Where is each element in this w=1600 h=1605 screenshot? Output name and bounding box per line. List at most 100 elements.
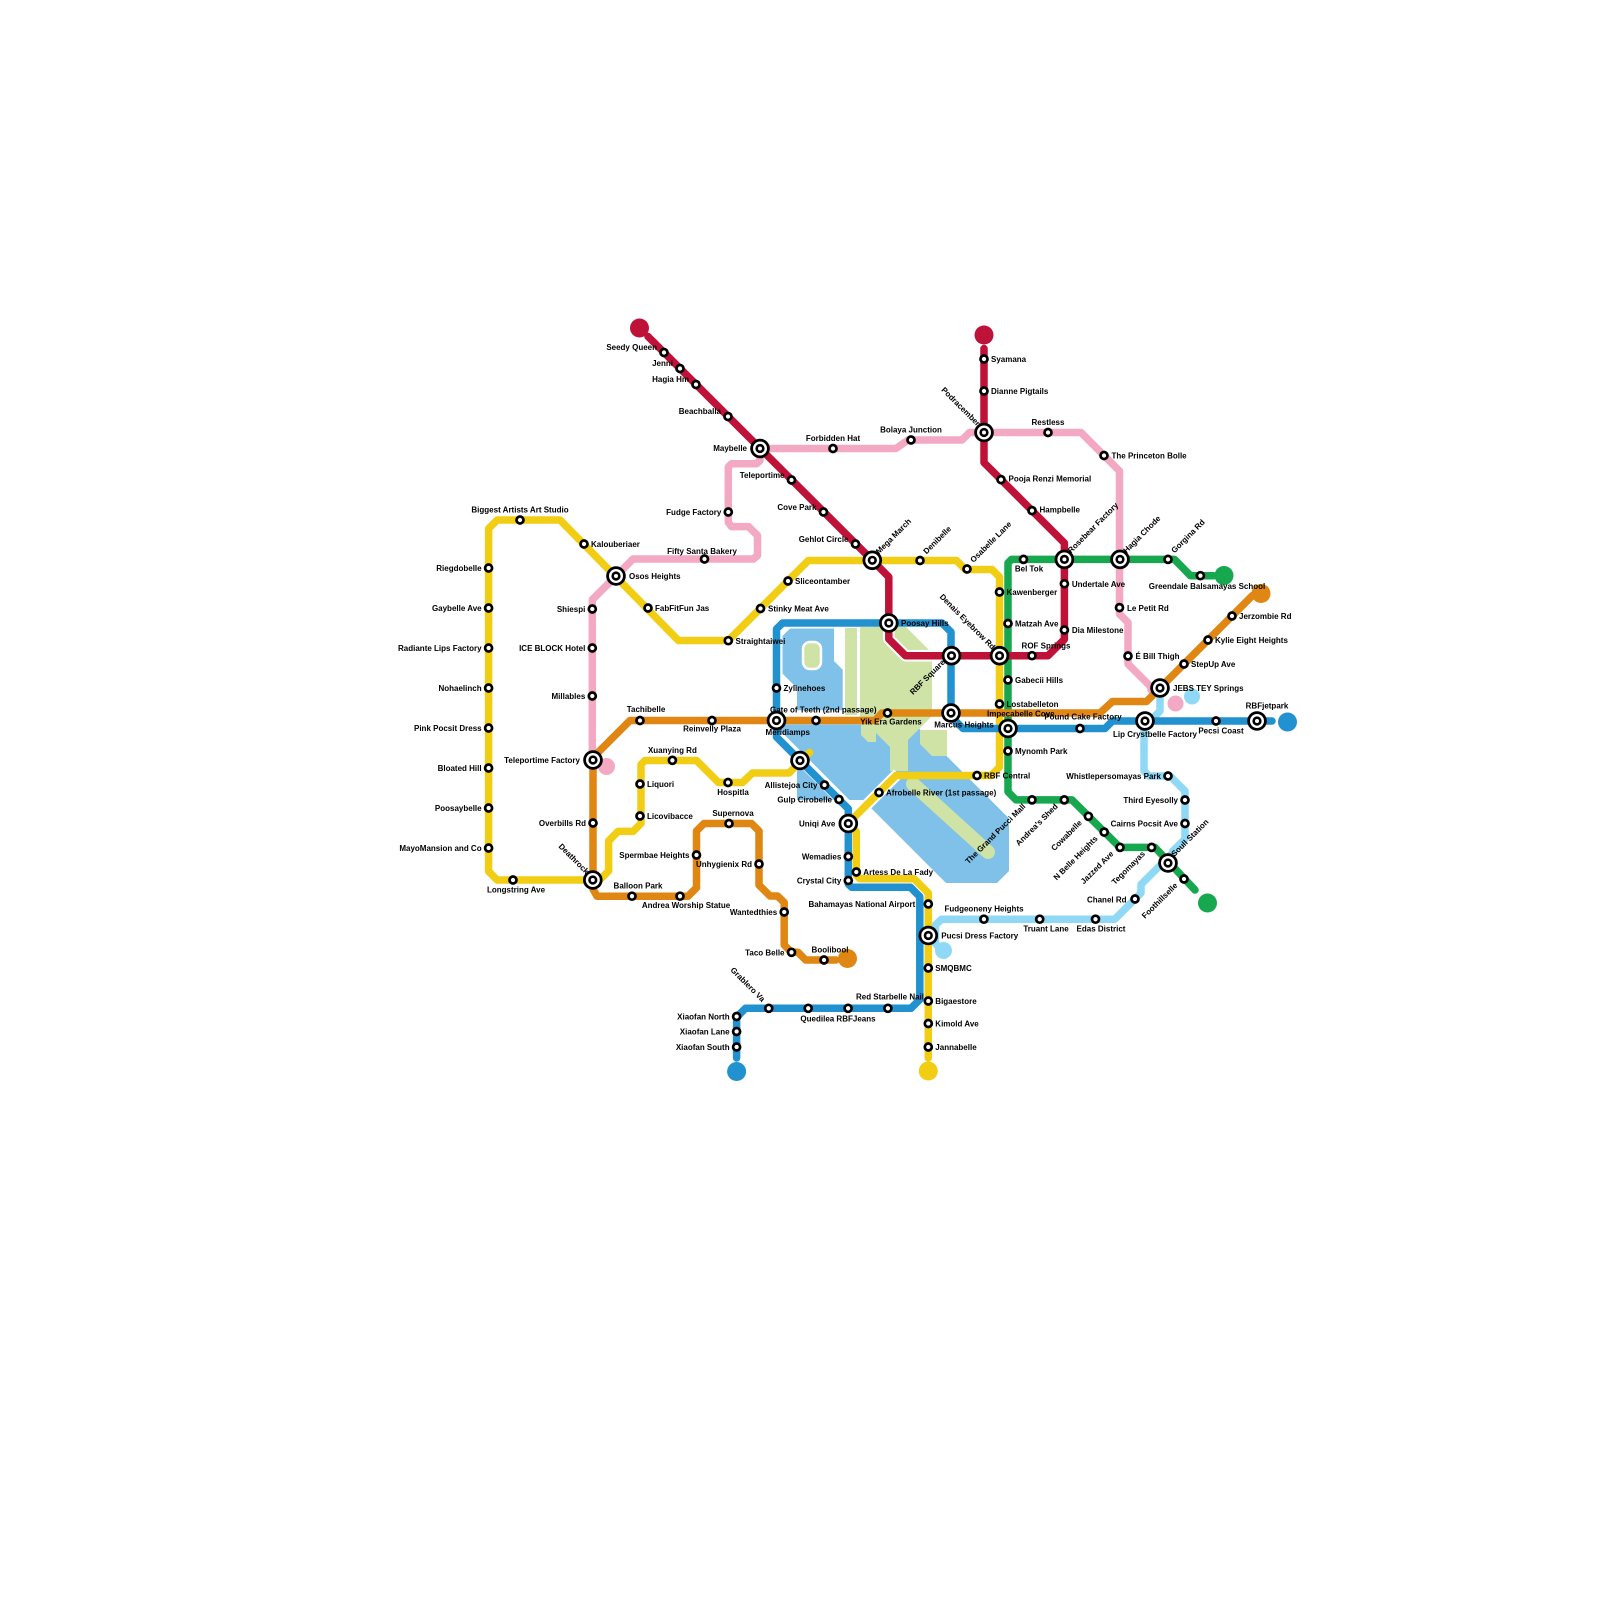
svg-text:FabFitFun Jas: FabFitFun Jas xyxy=(655,604,710,613)
svg-text:Xiaofan Lane: Xiaofan Lane xyxy=(680,1028,730,1037)
svg-text:Pooja Renzi Memorial: Pooja Renzi Memorial xyxy=(1009,475,1092,484)
svg-text:Uniqi Ave: Uniqi Ave xyxy=(799,820,836,829)
svg-text:Cove Park: Cove Park xyxy=(777,503,817,512)
svg-text:SMQBMC: SMQBMC xyxy=(935,964,972,973)
svg-text:Overbills Rd: Overbills Rd xyxy=(539,819,586,828)
svg-text:Beachballa: Beachballa xyxy=(679,407,722,416)
svg-text:Dia Milestone: Dia Milestone xyxy=(1072,626,1124,635)
svg-text:Kalouberiaer: Kalouberiaer xyxy=(591,540,640,549)
svg-text:Undertale Ave: Undertale Ave xyxy=(1072,580,1126,589)
svg-text:Fudge Factory: Fudge Factory xyxy=(666,508,722,517)
svg-text:ROF Springs: ROF Springs xyxy=(1022,642,1071,651)
svg-text:Andrea Worship Statue: Andrea Worship Statue xyxy=(642,901,731,910)
svg-text:Gaybelle Ave: Gaybelle Ave xyxy=(432,604,482,613)
svg-text:Mynomh Park: Mynomh Park xyxy=(1015,747,1068,756)
svg-text:Bigaestore: Bigaestore xyxy=(935,997,977,1006)
svg-text:Wemadies: Wemadies xyxy=(802,853,842,862)
svg-text:Gabecii Hills: Gabecii Hills xyxy=(1015,676,1064,685)
svg-text:Pink Pocsit Dress: Pink Pocsit Dress xyxy=(414,724,482,733)
svg-text:Hospitla: Hospitla xyxy=(717,788,749,797)
svg-text:Artess De La Fady: Artess De La Fady xyxy=(863,868,933,877)
svg-text:Truant Lane: Truant Lane xyxy=(1023,925,1069,934)
svg-text:Afrobelle River (1st passage): Afrobelle River (1st passage) xyxy=(886,789,997,798)
svg-text:Bel Tok: Bel Tok xyxy=(1015,565,1044,574)
svg-text:Red Starbelle Nail: Red Starbelle Nail xyxy=(856,993,924,1002)
svg-text:JEBS TEY Springs: JEBS TEY Springs xyxy=(1173,684,1244,693)
svg-text:Gate of Teeth (2nd passage): Gate of Teeth (2nd passage) xyxy=(770,706,877,715)
svg-text:Spermbae Heights: Spermbae Heights xyxy=(619,851,690,860)
svg-text:Straightaiwei: Straightaiwei xyxy=(736,637,786,646)
svg-text:Wantedthies: Wantedthies xyxy=(730,908,778,917)
svg-text:Kimold Ave: Kimold Ave xyxy=(935,1020,979,1029)
svg-text:Fifty Santa Bakery: Fifty Santa Bakery xyxy=(667,547,737,556)
svg-text:Impecabelle Cove: Impecabelle Cove xyxy=(987,710,1055,719)
svg-text:Zylinehoes: Zylinehoes xyxy=(784,684,826,693)
svg-text:Boolibool: Boolibool xyxy=(812,946,849,955)
svg-text:Stinky Meat Ave: Stinky Meat Ave xyxy=(768,605,829,614)
svg-text:Riegdobelle: Riegdobelle xyxy=(436,564,482,573)
svg-text:Taco Belle: Taco Belle xyxy=(745,949,785,958)
svg-text:Dianne Pigtails: Dianne Pigtails xyxy=(991,387,1049,396)
svg-text:StepUp Ave: StepUp Ave xyxy=(1191,660,1236,669)
svg-text:Le Petit Rd: Le Petit Rd xyxy=(1127,604,1169,613)
svg-text:Poosaybelle: Poosaybelle xyxy=(435,804,482,813)
svg-text:Edas District: Edas District xyxy=(1077,925,1126,934)
svg-text:Balloon Park: Balloon Park xyxy=(614,882,663,891)
svg-text:Radiante Lips Factory: Radiante Lips Factory xyxy=(398,644,482,653)
svg-text:MayoMansion and Co: MayoMansion and Co xyxy=(399,844,481,853)
svg-text:Sliceontamber: Sliceontamber xyxy=(795,577,850,586)
svg-text:Shiespi: Shiespi xyxy=(557,605,585,614)
svg-text:Cairns Pocsit Ave: Cairns Pocsit Ave xyxy=(1111,820,1179,829)
svg-text:Tachibelle: Tachibelle xyxy=(627,705,666,714)
svg-text:Jerzombie Rd: Jerzombie Rd xyxy=(1239,612,1292,621)
svg-text:Xiaofan South: Xiaofan South xyxy=(676,1043,730,1052)
svg-text:Kawenberger: Kawenberger xyxy=(1007,588,1058,597)
svg-text:The Princeton Bolle: The Princeton Bolle xyxy=(1112,452,1188,461)
svg-text:Bloated Hill: Bloated Hill xyxy=(438,764,482,773)
svg-text:Marcus Heights: Marcus Heights xyxy=(934,721,994,730)
svg-text:Restless: Restless xyxy=(1032,418,1065,427)
svg-text:Supernova: Supernova xyxy=(712,809,754,818)
svg-text:Gulp Cirobelle: Gulp Cirobelle xyxy=(777,796,832,805)
svg-text:Millables: Millables xyxy=(552,692,586,701)
svg-text:Hagia Hm: Hagia Hm xyxy=(652,375,689,384)
svg-text:Forbidden Hat: Forbidden Hat xyxy=(806,434,861,443)
svg-text:Reinvelly Plaza: Reinvelly Plaza xyxy=(683,725,741,734)
svg-text:Third Eyesolly: Third Eyesolly xyxy=(1123,796,1178,805)
svg-text:Pecsi Coast: Pecsi Coast xyxy=(1198,727,1244,736)
svg-text:Jannabelle: Jannabelle xyxy=(935,1043,977,1052)
svg-text:Whistlepersomayas Park: Whistlepersomayas Park xyxy=(1066,772,1161,781)
svg-text:Lostabelleton: Lostabelleton xyxy=(1007,700,1059,709)
svg-text:Unhygienix Rd: Unhygienix Rd xyxy=(696,860,752,869)
svg-text:Matzah Ave: Matzah Ave xyxy=(1015,620,1059,629)
svg-text:Meridiamps: Meridiamps xyxy=(766,728,811,737)
svg-text:RBFjetpark: RBFjetpark xyxy=(1246,702,1289,711)
svg-text:Xuanying Rd: Xuanying Rd xyxy=(648,746,697,755)
svg-text:Fudgeoneny Heights: Fudgeoneny Heights xyxy=(944,905,1024,914)
svg-text:Xiaofan North: Xiaofan North xyxy=(677,1013,730,1022)
svg-text:Longstring Ave: Longstring Ave xyxy=(487,886,546,895)
svg-text:Syamana: Syamana xyxy=(991,355,1027,364)
svg-text:Bolaya Junction: Bolaya Junction xyxy=(880,426,942,435)
svg-text:RBF Central: RBF Central xyxy=(984,772,1030,781)
svg-text:Poosay Hills: Poosay Hills xyxy=(901,619,949,628)
svg-text:Greendale Balsamayas School: Greendale Balsamayas School xyxy=(1149,582,1266,591)
svg-text:Liquori: Liquori xyxy=(647,780,674,789)
svg-text:É Bill Thigh: É Bill Thigh xyxy=(1136,652,1180,661)
svg-text:ICE BLOCK Hotel: ICE BLOCK Hotel xyxy=(519,644,585,653)
svg-text:Pound Cake Factory: Pound Cake Factory xyxy=(1044,713,1122,722)
svg-text:Kylie Eight Heights: Kylie Eight Heights xyxy=(1215,636,1288,645)
svg-text:Chanel Rd: Chanel Rd xyxy=(1087,895,1127,904)
svg-text:Crystal City: Crystal City xyxy=(797,877,842,886)
svg-text:Pucsi Dress Factory: Pucsi Dress Factory xyxy=(941,932,1018,941)
svg-text:Gehlot Circle: Gehlot Circle xyxy=(799,535,849,544)
svg-text:Maybelle: Maybelle xyxy=(713,444,747,453)
svg-text:Nohaelinch: Nohaelinch xyxy=(438,684,481,693)
svg-text:Biggest Artists Art Studio: Biggest Artists Art Studio xyxy=(471,506,568,515)
svg-text:Allistejoa City: Allistejoa City xyxy=(765,781,818,790)
svg-text:Licovibacce: Licovibacce xyxy=(647,812,693,821)
svg-text:Teleportime: Teleportime xyxy=(740,471,785,480)
svg-text:Jenni: Jenni xyxy=(652,359,673,368)
svg-text:Lip Crystbelle Factory: Lip Crystbelle Factory xyxy=(1113,730,1198,739)
svg-text:Osos Heights: Osos Heights xyxy=(629,572,681,581)
